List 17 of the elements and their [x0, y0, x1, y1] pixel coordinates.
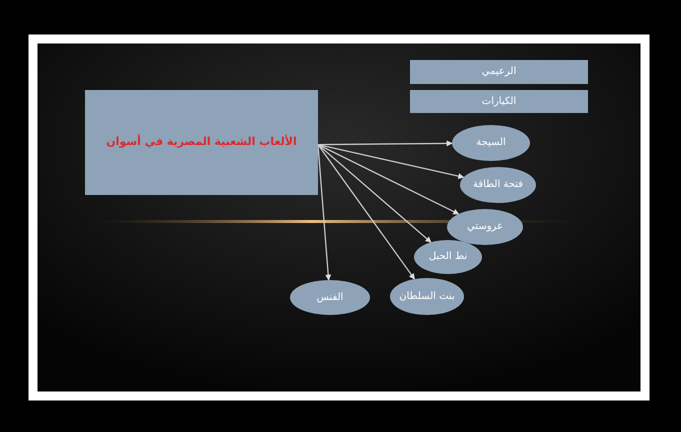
node-label: بنت السلطان — [398, 290, 456, 302]
label-box — [410, 90, 588, 113]
node-label: عروستي — [466, 221, 504, 233]
title-box — [85, 90, 318, 195]
node-label: فتحة الطاقة — [472, 179, 524, 191]
node-label: نط الحبل — [428, 251, 468, 263]
node-label: الفنس — [316, 292, 344, 304]
node-label: الرعيمي — [480, 66, 518, 78]
node-label: الألعاب الشعبية المصرية في أسوان — [105, 136, 298, 149]
arrow — [318, 144, 415, 280]
label-box — [410, 60, 588, 84]
node-label: الكيارات — [480, 96, 518, 108]
arrow — [318, 144, 464, 180]
arrow — [318, 140, 453, 146]
arrow — [318, 144, 460, 215]
node-label: السيجة — [475, 137, 507, 149]
arrow — [318, 144, 432, 243]
